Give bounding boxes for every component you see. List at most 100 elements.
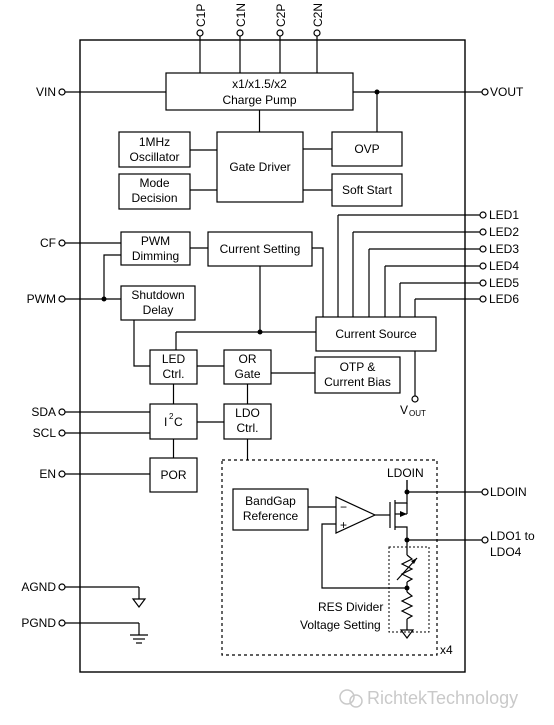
svg-text:LDOIN: LDOIN (387, 466, 424, 480)
bias-bus (175, 266, 316, 350)
svg-text:AGND: AGND (21, 580, 56, 594)
svg-text:C1P: C1P (194, 4, 208, 27)
soft-start-block: Soft Start (331, 173, 403, 207)
svg-text:LED2: LED2 (489, 225, 519, 239)
wire-feedback (321, 523, 407, 589)
pin-ldo-out: LDO1 to LDO4 (404, 529, 535, 559)
svg-text:SCL: SCL (33, 426, 57, 440)
current-source-block: Current Source (315, 316, 437, 352)
svg-text:Mode: Mode (139, 176, 169, 190)
wire-cs-source (312, 247, 324, 317)
svg-text:EN: EN (39, 467, 56, 481)
chip-outline (79, 39, 466, 673)
svg-text:Gate Driver: Gate Driver (229, 160, 290, 174)
svg-text:Charge Pump: Charge Pump (222, 93, 296, 107)
svg-text:Current Source: Current Source (335, 327, 417, 341)
svg-text:Current Setting: Current Setting (220, 242, 301, 256)
svg-text:PWM: PWM (141, 234, 170, 248)
svg-text:OR: OR (239, 352, 257, 366)
bandgap-reference-block: BandGap Reference (232, 488, 309, 531)
shutdown-delay-block: Shutdown Delay (120, 285, 196, 321)
svg-text:+: + (340, 518, 347, 532)
vout-sense: V OUT (400, 351, 426, 418)
current-setting-block: Current Setting (207, 231, 313, 267)
svg-text:LDO4: LDO4 (490, 545, 522, 559)
svg-text:Reference: Reference (243, 509, 299, 523)
or-gate-block: OR Gate (223, 349, 272, 385)
svg-text:V: V (400, 403, 408, 417)
pin-en: EN (39, 467, 150, 481)
res-divider-label-2: Voltage Setting (300, 618, 381, 632)
svg-text:C2N: C2N (311, 3, 325, 27)
svg-text:Ctrl.: Ctrl. (237, 421, 259, 435)
svg-text:PGND: PGND (21, 616, 56, 630)
ldo-ctrl-block: LDO Ctrl. (223, 403, 272, 440)
svg-text:1MHz: 1MHz (139, 135, 170, 149)
pin-c1p: C1P (194, 4, 208, 73)
svg-text:LED5: LED5 (489, 276, 519, 290)
svg-text:Gate: Gate (234, 367, 260, 381)
svg-text:Decision: Decision (131, 191, 177, 205)
svg-text:OVP: OVP (354, 142, 379, 156)
led-ctrl-block: LED Ctrl. (149, 349, 198, 385)
svg-text:CF: CF (40, 236, 56, 250)
ovp-block: OVP (331, 131, 403, 167)
svg-text:LDO: LDO (235, 406, 260, 420)
mode-decision-block: Mode Decision (118, 173, 191, 210)
pin-ldoin: LDOIN LDOIN (387, 466, 527, 499)
otp-current-bias-block: OTP & Current Bias (314, 356, 401, 394)
svg-text:OUT: OUT (409, 409, 426, 418)
pin-vin: VIN (36, 85, 166, 99)
gate-driver-wires (190, 148, 332, 191)
svg-text:LED4: LED4 (489, 259, 519, 273)
led-pins: LED1 LED2 LED3 LED4 LED5 LED6 (337, 208, 519, 317)
res-divider-label-1: RES Divider (318, 600, 383, 614)
svg-text:LDOIN: LDOIN (490, 485, 527, 499)
pass-transistor (389, 480, 408, 540)
res-divider (396, 540, 418, 639)
pin-sda: SDA (31, 405, 150, 419)
svg-text:LED3: LED3 (489, 242, 519, 256)
svg-text:Ctrl.: Ctrl. (163, 367, 185, 381)
pin-c2p: C2P (274, 4, 288, 73)
svg-text:LED: LED (162, 352, 186, 366)
svg-text:−: − (340, 500, 347, 514)
pin-agnd: AGND (21, 580, 147, 608)
pin-cf: CF (40, 236, 121, 250)
por-block: POR (149, 457, 198, 493)
gate-driver-block: Gate Driver (216, 131, 304, 203)
charge-pump-block: x1/x1.5/x2 Charge Pump (165, 72, 354, 111)
pin-scl: SCL (33, 426, 150, 440)
svg-text:Current Bias: Current Bias (324, 375, 391, 389)
wire-pwm-dimming (103, 254, 121, 299)
svg-text:RichtekTechnology: RichtekTechnology (367, 688, 518, 708)
svg-text:PWM: PWM (27, 292, 56, 306)
res-divider-frame (388, 546, 430, 633)
error-amplifier: − + (335, 496, 377, 534)
ldo-multiplier: x4 (440, 643, 453, 657)
svg-text:Soft Start: Soft Start (342, 183, 393, 197)
svg-text:OTP &: OTP & (340, 360, 376, 374)
svg-text:LDO1 to: LDO1 to (490, 529, 535, 543)
wire-shutdown-led (133, 320, 150, 367)
pwm-dimming-block: PWM Dimming (120, 231, 191, 266)
svg-text:LED6: LED6 (489, 292, 519, 306)
svg-text:POR: POR (160, 468, 186, 482)
pin-c1n: C1N (234, 3, 248, 73)
svg-text:C: C (174, 415, 183, 429)
svg-text:2: 2 (169, 412, 174, 421)
svg-text:LED1: LED1 (489, 208, 519, 222)
svg-text:x1/x1.5/x2: x1/x1.5/x2 (232, 77, 287, 91)
svg-text:Delay: Delay (143, 303, 174, 317)
watermark: RichtekTechnology (339, 688, 518, 708)
svg-text:Oscillator: Oscillator (129, 150, 179, 164)
svg-text:VOUT: VOUT (490, 85, 524, 99)
i2c-block: I 2 C (149, 403, 198, 440)
pin-pwm: PWM (27, 292, 121, 306)
svg-text:Shutdown: Shutdown (131, 288, 184, 302)
svg-text:BandGap: BandGap (245, 494, 296, 508)
svg-text:VIN: VIN (36, 85, 56, 99)
pin-c2n: C2N (311, 3, 325, 73)
svg-text:C2P: C2P (274, 4, 288, 27)
